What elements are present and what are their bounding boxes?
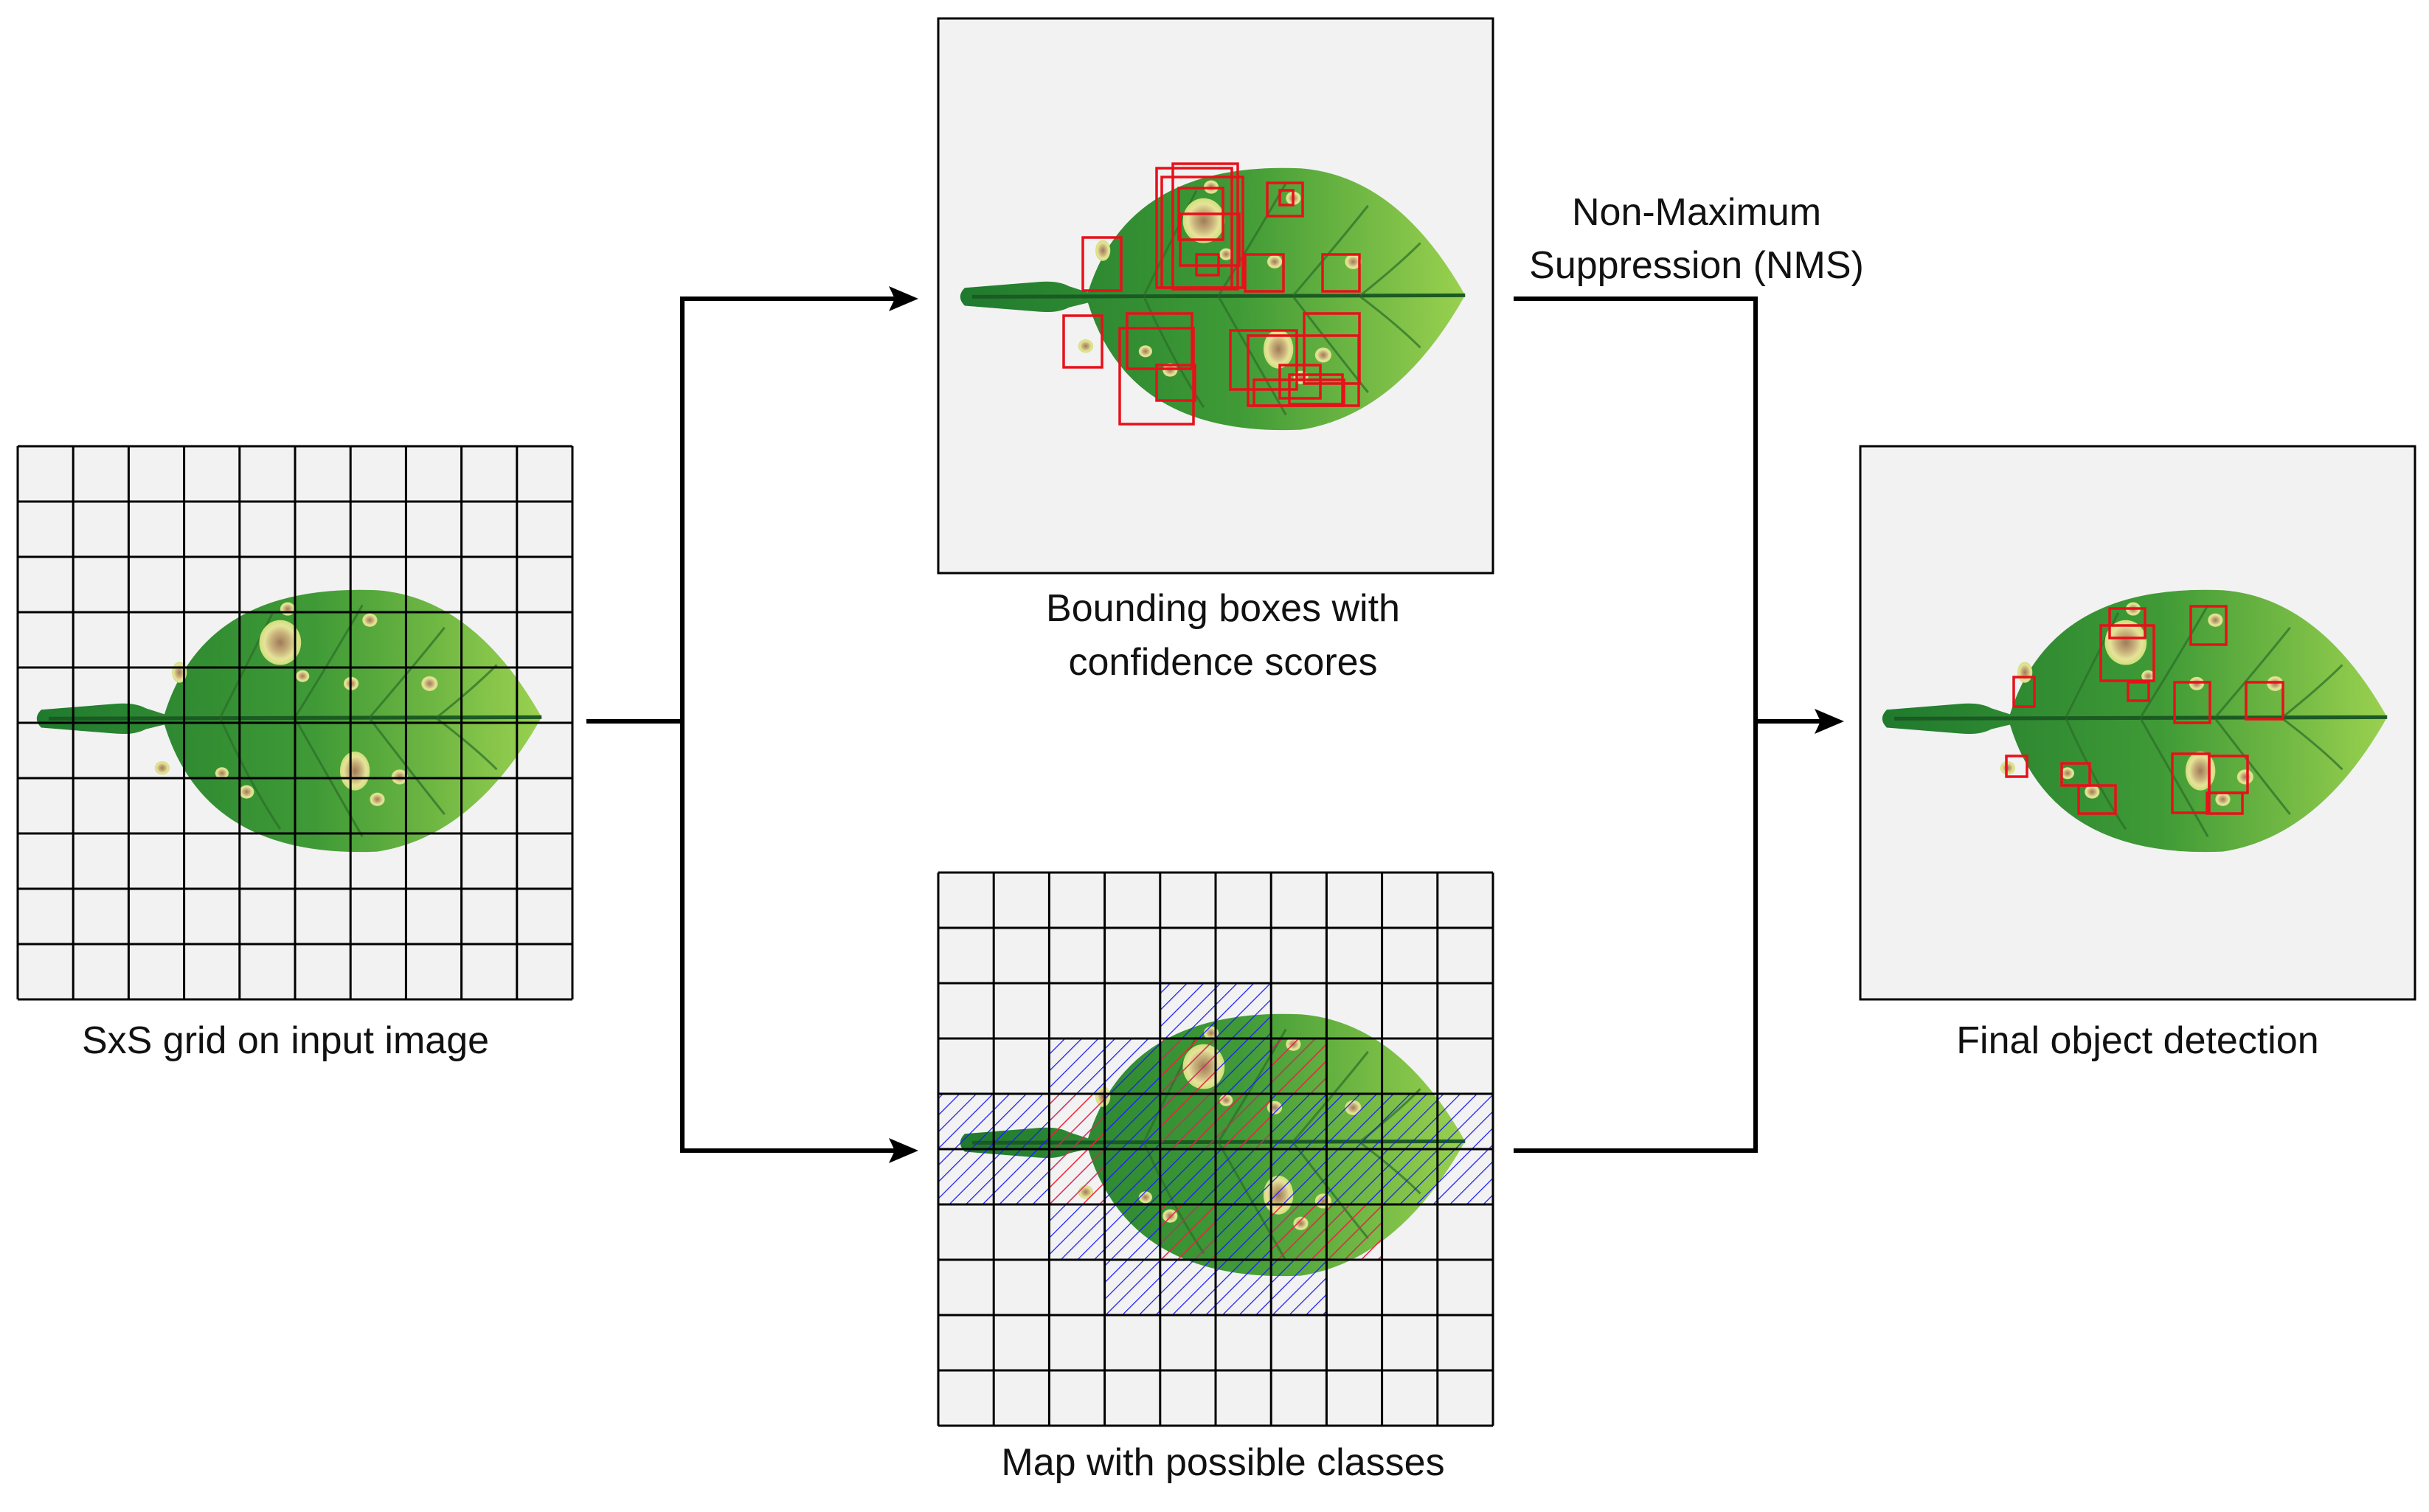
bounding-boxes-panel xyxy=(937,17,1494,575)
detection-box xyxy=(2245,681,2284,721)
candidate-box xyxy=(1171,162,1239,291)
split-arrow-top xyxy=(586,296,904,724)
class-map-panel xyxy=(937,871,1494,1427)
arrowhead-to-map xyxy=(889,1138,918,1163)
detection-box xyxy=(2099,624,2155,682)
connectors xyxy=(586,296,1826,1153)
arrowhead-to-boxes xyxy=(889,286,918,311)
nms-label-line1: Non-Maximum xyxy=(1572,191,1821,234)
detection-box xyxy=(2005,755,2028,778)
input-grid-label: SxS grid on input image xyxy=(82,1019,489,1062)
class-cell-red xyxy=(1160,1204,1216,1260)
candidate-box xyxy=(1278,189,1295,207)
candidate-box xyxy=(1266,181,1304,218)
class-map-label: Map with possible classes xyxy=(1001,1441,1444,1484)
detection-box xyxy=(2012,676,2036,708)
detection-box xyxy=(2060,762,2091,787)
split-arrow-bottom xyxy=(680,721,904,1153)
candidate-box xyxy=(1321,253,1361,293)
candidate-box xyxy=(1278,364,1322,400)
candidate-box xyxy=(1195,253,1220,277)
boxes-label-line1: Bounding boxes with xyxy=(1046,587,1400,630)
candidate-boxes xyxy=(1062,162,1361,426)
candidate-box xyxy=(1229,329,1298,391)
candidate-box xyxy=(1081,236,1123,292)
candidate-box xyxy=(1244,253,1285,293)
candidate-box xyxy=(1126,312,1193,370)
candidate-box xyxy=(1062,314,1103,369)
detection-box xyxy=(2173,681,2211,724)
candidate-box xyxy=(1179,212,1241,267)
merge-arrow-top xyxy=(1514,296,1826,724)
candidate-box xyxy=(1155,364,1196,402)
candidate-box xyxy=(1118,327,1195,426)
arrowhead-to-final xyxy=(1815,709,1844,734)
detection-box xyxy=(2108,607,2146,639)
input-grid-panel xyxy=(16,445,574,1001)
candidate-box xyxy=(1160,176,1244,289)
nms-label-line2: Suppression (NMS) xyxy=(1529,244,1864,287)
candidate-box xyxy=(1303,312,1361,385)
class-cell-red xyxy=(1271,1038,1327,1094)
map-grid-lines xyxy=(937,871,1494,1427)
final-detection-label: Final object detection xyxy=(1956,1019,2318,1062)
input-grid-lines xyxy=(16,445,574,1001)
detection-box xyxy=(2077,784,2117,815)
boxes-label-line2: confidence scores xyxy=(1068,641,1377,684)
detection-box xyxy=(2205,791,2244,815)
detection-box xyxy=(2127,681,2150,702)
class-cell-red xyxy=(1160,1038,1216,1094)
final-boxes xyxy=(2005,605,2284,815)
detection-box xyxy=(2189,605,2228,646)
merge-arrow-bottom xyxy=(1514,721,1758,1153)
candidate-box xyxy=(1288,373,1344,406)
candidate-box xyxy=(1252,378,1345,407)
final-detection-panel xyxy=(1859,445,2416,1001)
arrowheads xyxy=(889,286,1844,1163)
